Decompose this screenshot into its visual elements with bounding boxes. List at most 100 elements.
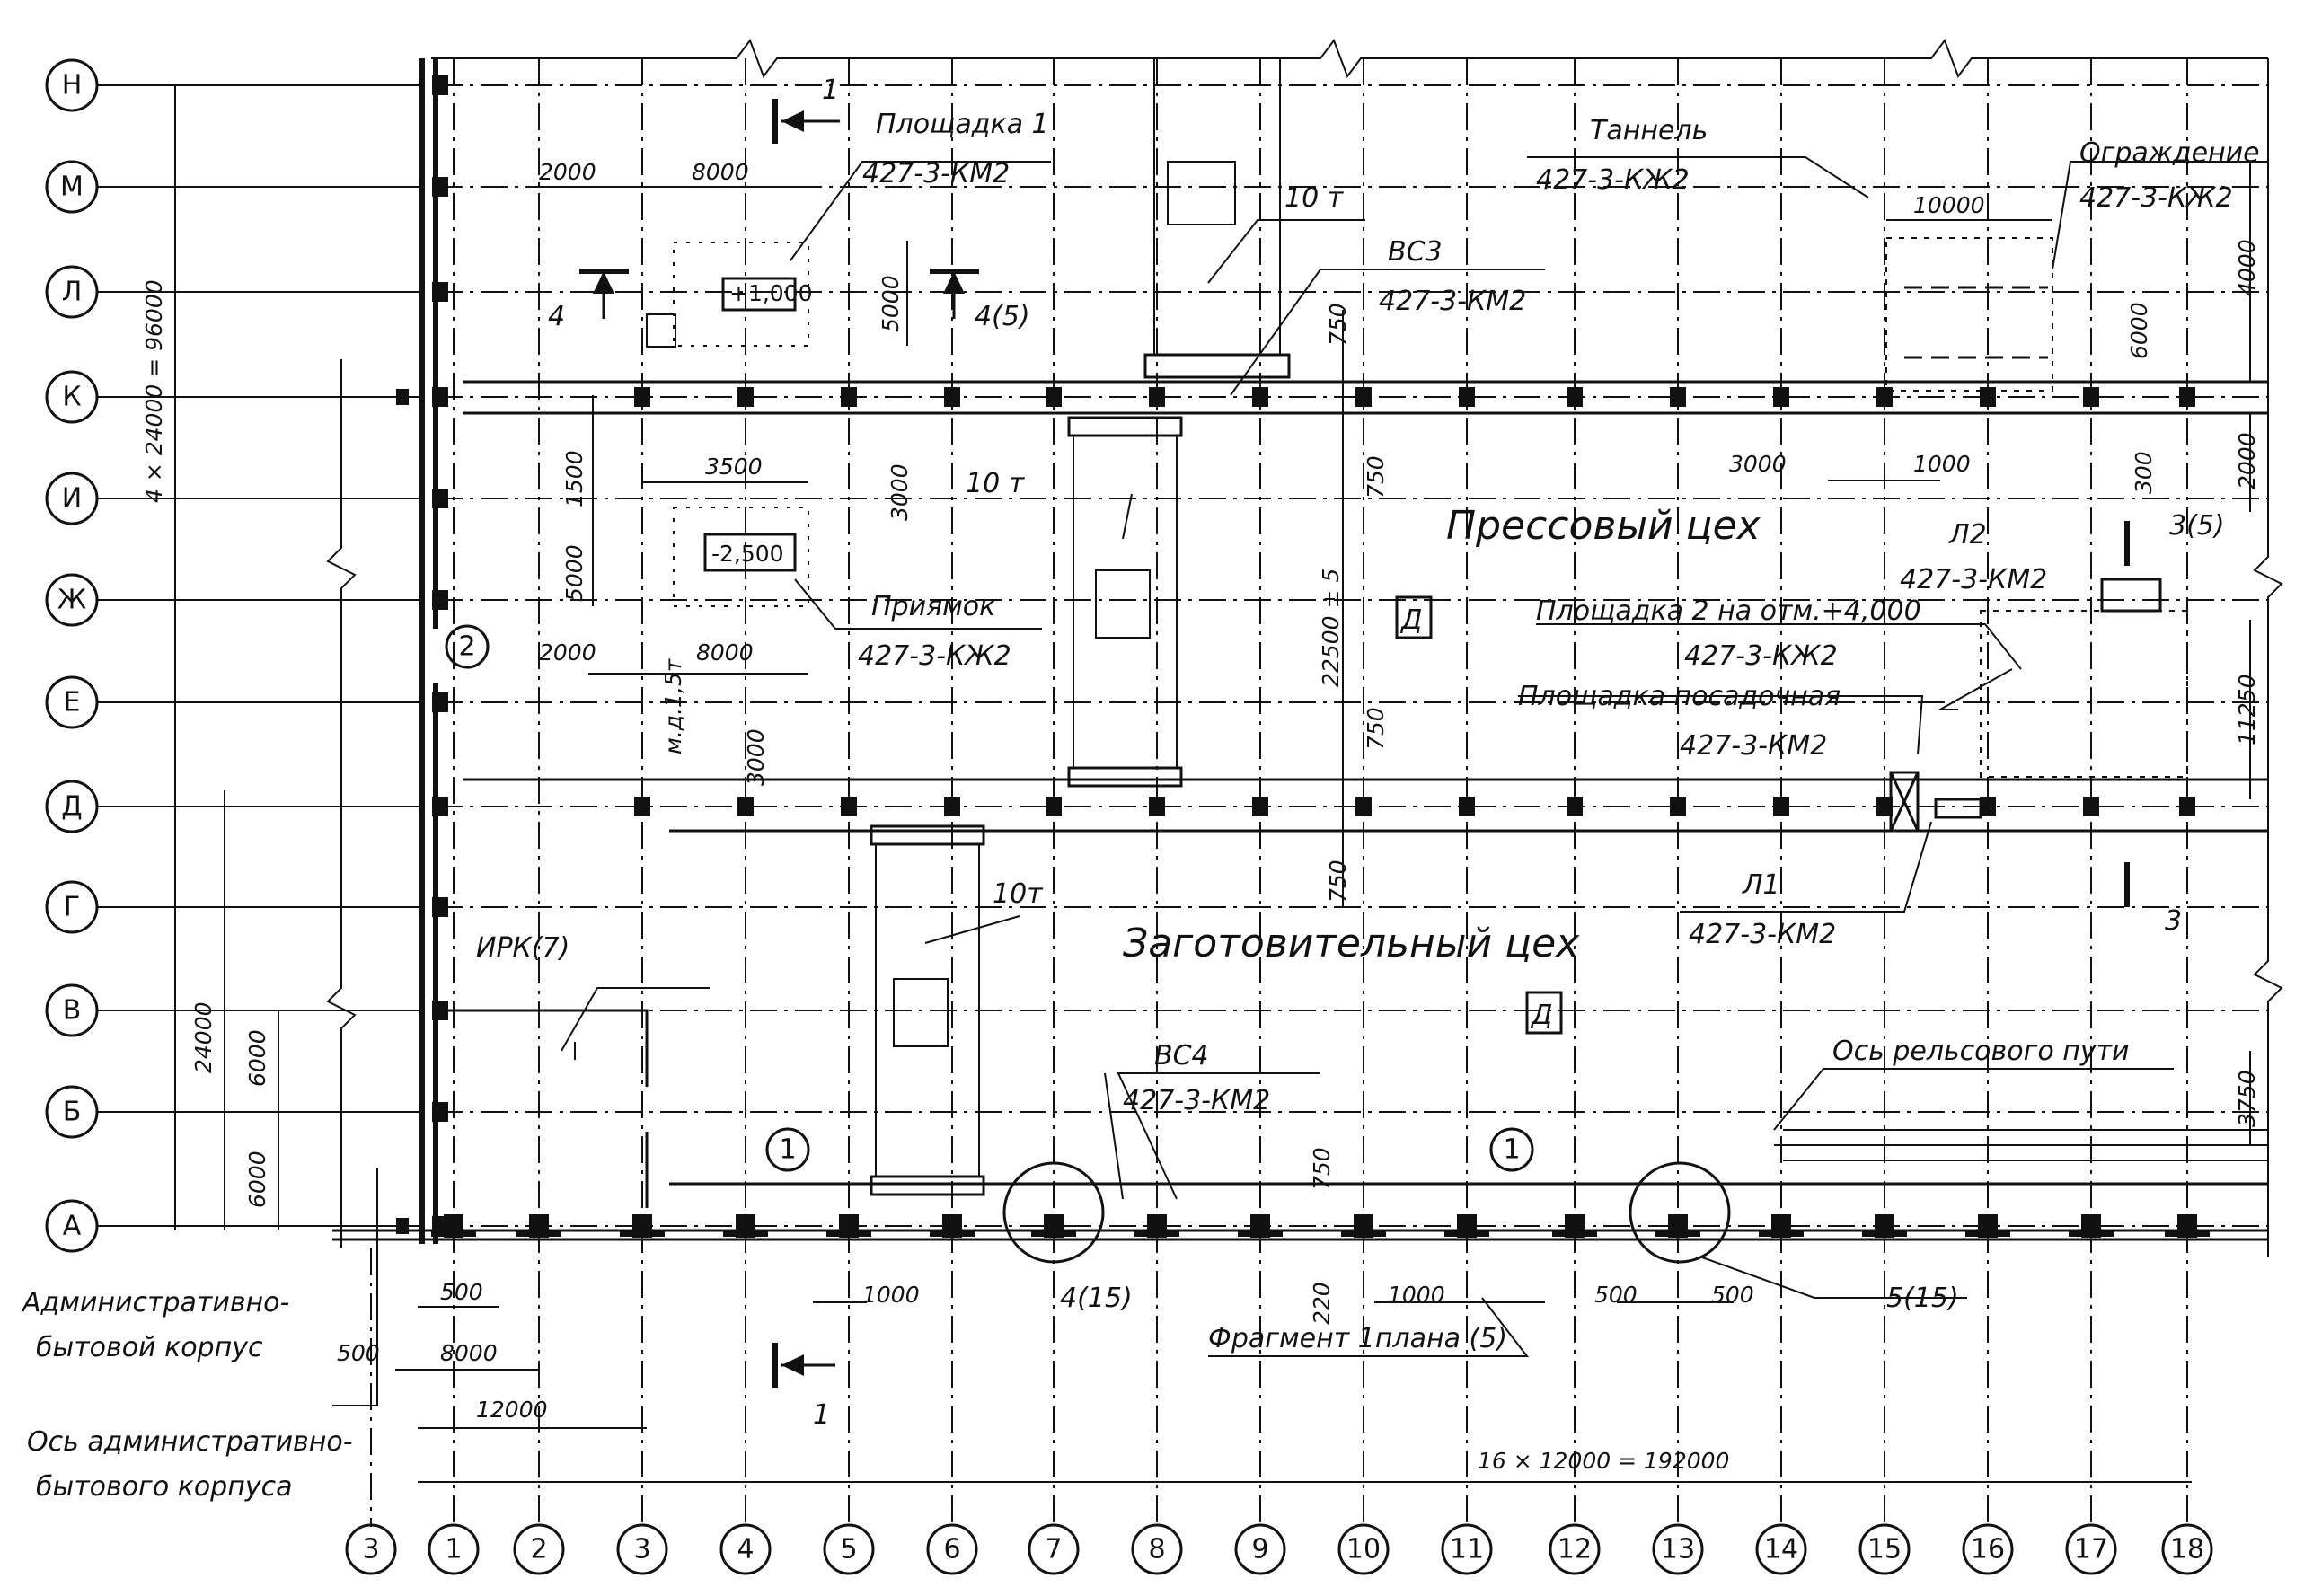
structural-columns [396, 75, 2210, 1238]
label-cat-d1: Д [1399, 604, 1422, 636]
row-axis-label: М [60, 172, 84, 203]
dim-22500: 22500 ± 5 [1318, 569, 1344, 687]
label-ograzhdenie-ref: 427-3-КЖ2 [2079, 182, 2233, 214]
column-axis-4: 3 [616, 58, 668, 1575]
label-irk: ИРК(7) [476, 932, 569, 964]
column [432, 177, 448, 197]
column [1149, 797, 1165, 816]
column-base [1444, 1230, 1489, 1237]
row-axis-3: Л [45, 265, 2268, 319]
column-axis-11: 10 [1337, 58, 1390, 1575]
row-axis-10: В [45, 983, 2268, 1037]
column-axis-label: 15 [1867, 1534, 1902, 1565]
label-plosh2: Площадка 2 на отм.+4,000 [1536, 595, 1921, 627]
row-axis-5: И [45, 472, 2268, 525]
label-crane-low: 10т [993, 878, 1044, 910]
dim-1000a: 1000 [1913, 451, 1971, 477]
column [2179, 387, 2195, 407]
column [737, 387, 754, 407]
column [1046, 387, 1062, 407]
label-crane-mid: 10 т [966, 468, 1026, 499]
column [634, 797, 650, 816]
column [1355, 387, 1372, 407]
label-cut-4-left: 4 [548, 301, 565, 332]
column-axis-19: 18 [2161, 58, 2213, 1575]
row-axis-label: К [62, 382, 81, 413]
label-cut-4-right: 4(5) [975, 301, 1030, 332]
label-cut-3-bot: 3 [2165, 905, 2182, 937]
column-axis-2: 1 [428, 58, 480, 1575]
label-pressovy: Прессовый цех [1446, 503, 1761, 549]
label-crane-load: м.д.1,5т [660, 657, 686, 754]
column-axis-label: 3 [633, 1534, 650, 1565]
column-axis-label: 10 [1346, 1534, 1381, 1565]
column-axis-label: 7 [1045, 1534, 1062, 1565]
label-priyamok-ref: 427-3-КЖ2 [858, 640, 1011, 672]
dim-1000b: 1000 [862, 1282, 920, 1308]
annotation-labels: Площадка 1 427-3-КМ2 Таннель 427-3-КЖ2 О… [21, 75, 2260, 1503]
label-priyamok: Приямок [871, 591, 995, 622]
label-cat-d2: Д [1530, 1000, 1552, 1031]
column-base [1965, 1230, 2010, 1237]
row-axis-label: А [63, 1211, 82, 1242]
column-axis-5: 4 [719, 58, 772, 1575]
column-axis-9: 8 [1131, 58, 1183, 1575]
column-axis-15: 14 [1755, 58, 1807, 1575]
row-axis-label: Л [62, 277, 83, 308]
column-axis-6: 5 [823, 58, 875, 1575]
column-axis-1: 3 [345, 1248, 397, 1575]
column [1459, 387, 1475, 407]
label-zagotovitelny: Заготовительный цех [1123, 921, 1580, 966]
column [432, 692, 448, 712]
column [1980, 387, 1996, 407]
column-base [930, 1230, 975, 1237]
label-circle-1b: 1 [1503, 1134, 1520, 1166]
column-axis-label: 16 [1971, 1534, 2005, 1565]
column-axis-label: 4 [737, 1534, 754, 1565]
label-admin-line1: Административно- [21, 1287, 289, 1318]
dim-750b: 750 [1363, 455, 1389, 498]
dim-300: 300 [2131, 451, 2157, 494]
row-axis-label: Г [64, 892, 80, 923]
column [432, 75, 448, 95]
column [396, 389, 409, 405]
label-axis-admin1: Ось административно- [27, 1426, 353, 1458]
column [432, 590, 448, 610]
column-axis-7: 6 [926, 58, 978, 1575]
label-l1: Л1 [1742, 869, 1780, 901]
label-vs3-ref: 427-3-КМ2 [1379, 286, 1526, 317]
column [1876, 797, 1893, 816]
column-axis-label: 18 [2170, 1534, 2204, 1565]
dim-total-width: 16 × 12000 = 192000 [1478, 1448, 1729, 1474]
building-outline [326, 38, 2283, 1257]
row-axis-label: И [62, 483, 82, 515]
column-base [1031, 1230, 1076, 1237]
column [1670, 797, 1686, 816]
dim-6000c: 6000 [2126, 302, 2152, 359]
column-axis-10: 9 [1234, 58, 1286, 1575]
column-axis-label: 6 [943, 1534, 960, 1565]
column [2083, 387, 2099, 407]
label-vs4-ref: 427-3-КМ2 [1123, 1085, 1270, 1116]
column [1773, 387, 1789, 407]
label-crane-top: 10 т [1284, 182, 1345, 214]
column-base [2069, 1230, 2114, 1237]
label-axis-admin2: бытового корпуса [36, 1471, 292, 1503]
label-cut-1-top: 1 [822, 75, 839, 106]
dim-500d: 500 [1711, 1282, 1754, 1308]
label-sec-node-4: 4(15) [1060, 1283, 1133, 1314]
column-axis-label: 5 [840, 1534, 857, 1565]
column [737, 797, 754, 816]
label-tannel: Таннель [1590, 115, 1708, 146]
dim-4000: 4000 [2234, 239, 2260, 296]
label-l2-ref: 427-3-КМ2 [1900, 564, 2047, 595]
label-admin-line2: бытовой корпус [36, 1332, 263, 1363]
column [841, 797, 857, 816]
column [1773, 797, 1789, 816]
column-base [1655, 1230, 1700, 1237]
column [432, 387, 448, 407]
column [944, 797, 960, 816]
